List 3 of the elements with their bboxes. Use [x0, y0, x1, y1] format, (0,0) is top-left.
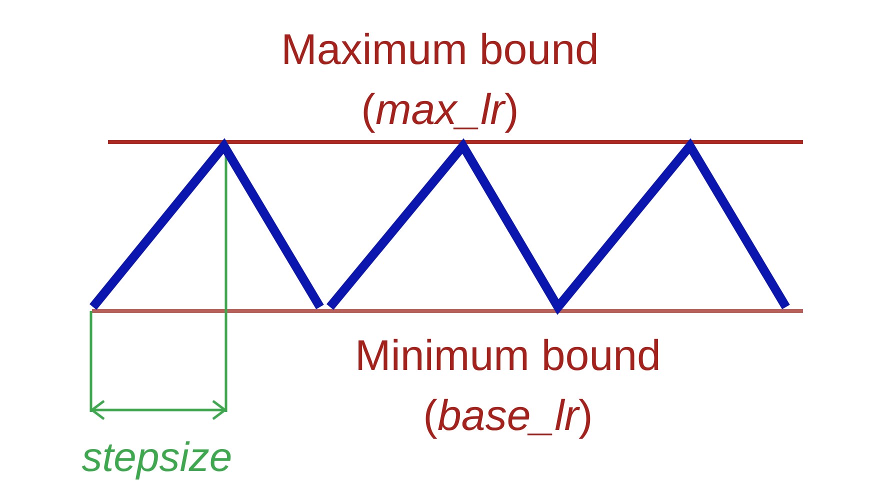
lower-bound-label: Minimum bound (base_lr) — [354, 331, 662, 442]
upper-bound-label: Maximum bound (max_lr) — [280, 25, 600, 136]
stepsize-label: stepsize — [80, 434, 234, 480]
